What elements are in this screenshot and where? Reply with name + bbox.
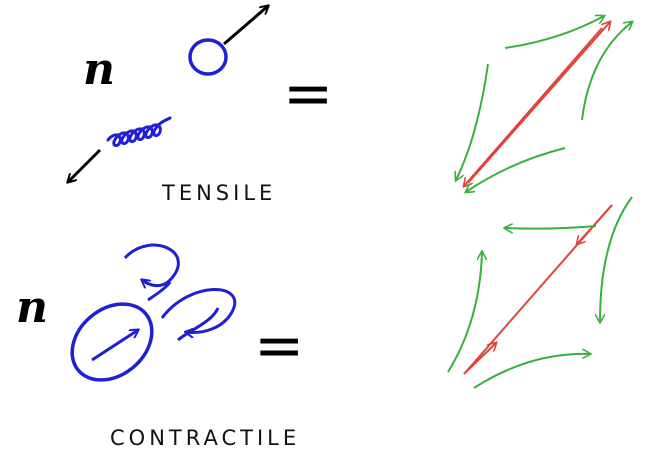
force-dipole-arrow-down-icon xyxy=(464,27,603,186)
caption-contractile: CONTRACTILE xyxy=(110,426,301,450)
force-dipole-arrow-up-icon xyxy=(467,22,610,184)
contractile-flow-field xyxy=(447,196,633,389)
director-arrow-up-icon xyxy=(223,6,268,46)
right-flagellum-loop-icon xyxy=(160,288,237,332)
flagellum-coil xyxy=(106,116,172,147)
director-n-label-contractile: n xyxy=(16,282,48,333)
equals-sign-tensile: = xyxy=(283,59,334,129)
swimmer-body xyxy=(70,302,154,382)
flow-streamline-top-icon xyxy=(504,16,604,49)
flow-streamline-left-icon xyxy=(456,63,489,180)
flow-streamline-bottom-icon xyxy=(473,354,590,389)
force-dipole-arrow-in-high-icon xyxy=(577,204,613,244)
tensile-swimmer-icon xyxy=(68,6,268,182)
equals-sign-contractile: = xyxy=(254,311,305,381)
flow-streamline-left-icon xyxy=(447,252,482,373)
force-dipole-arrow-in-low-icon xyxy=(463,343,496,375)
flow-streamline-bottom-icon xyxy=(466,147,566,192)
caption-tensile: TENSILE xyxy=(162,181,277,205)
swimmer-direction-arrow-icon xyxy=(91,330,138,362)
flow-streamline-right-icon xyxy=(600,196,633,322)
flow-streamline-top-icon xyxy=(505,226,597,229)
director-n-label-tensile: n xyxy=(83,44,115,95)
contractile-swimmer-icon xyxy=(70,243,237,382)
upper-flagellum-loop-icon xyxy=(123,243,180,286)
director-arrow-down-icon xyxy=(68,148,102,182)
tensile-flow-field xyxy=(456,16,632,192)
flow-streamline-right-icon xyxy=(581,22,632,121)
swimmer-body xyxy=(188,38,228,76)
